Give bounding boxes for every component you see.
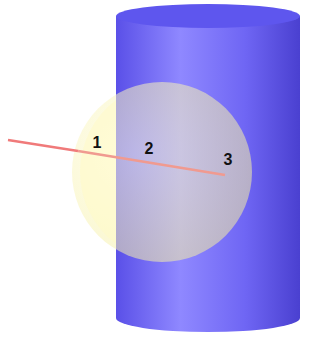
callout-number: 3 xyxy=(224,152,233,168)
ray-outside xyxy=(8,140,78,151)
callout-number: 2 xyxy=(145,141,154,157)
callout-number: 1 xyxy=(93,135,102,151)
sphere xyxy=(72,82,252,262)
sphere-outside-part xyxy=(80,100,116,244)
cylinder-top xyxy=(116,4,300,28)
